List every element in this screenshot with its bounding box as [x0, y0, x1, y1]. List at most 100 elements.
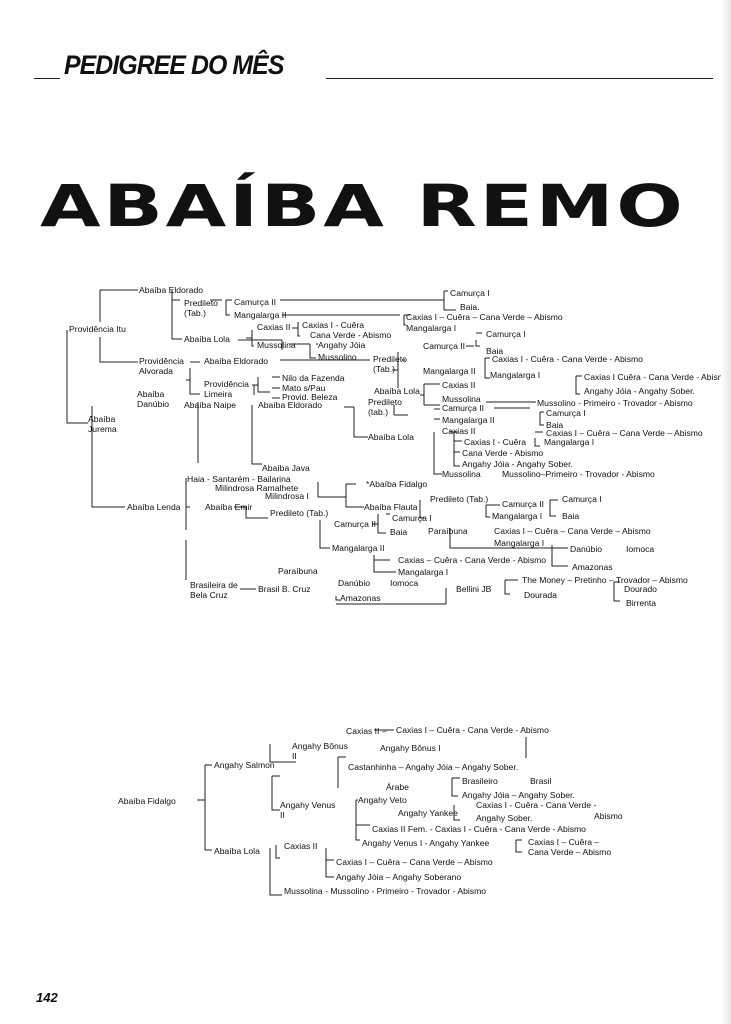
pedigree1-name: Camurça II — [334, 519, 377, 529]
pedigree2-name: Angahy Jóia – Angahy Soberano — [336, 872, 462, 882]
pedigree1-name: Dourado — [624, 584, 657, 594]
pedigree1-name: Cana Verde - Abismo — [462, 448, 544, 458]
pedigree1-name: Caxias II — [257, 322, 291, 332]
pedigree1-name: Caxias II — [442, 426, 476, 436]
pedigree1-name: The Money – Pretinho – Trovador – Abismo — [522, 575, 688, 585]
pedigree1-name: Abaíba Eldorado — [258, 400, 323, 410]
pedigree1-name: *Abaíba Fidalgo — [366, 479, 428, 489]
pedigree1-name: Caxias II — [442, 380, 476, 390]
pedigree2-name: Angahy Veto — [358, 795, 407, 805]
pedigree1-name: Abaíba Naipe — [184, 400, 237, 410]
pedigree2-name: Angahy Bônus I — [380, 743, 441, 753]
pedigree1-name: Mangalarga II — [234, 310, 287, 320]
pedigree1-name: Abaíba Lola — [368, 432, 414, 442]
pedigree1-name: Brasileira de Bela Cruz — [190, 580, 238, 600]
pedigree1-name: Camurça I — [450, 288, 490, 298]
pedigree1-name: Predileto (tab.) — [368, 397, 402, 417]
pedigree1-name: Mussolina — [442, 469, 481, 479]
pedigree1-name: Paraíbuna — [428, 526, 468, 536]
pedigree1-name: Angahy Jóia - Angahy Sober. — [584, 386, 695, 396]
pedigree1-name: Mangalarga I — [398, 567, 449, 577]
pedigree1-name: Mussolina — [442, 394, 481, 404]
pedigree1-name: Birrenta — [626, 598, 657, 608]
pedigree1-name: Predileto (Tab.) — [430, 494, 489, 504]
pedigree1-name: Mangalarga II — [442, 415, 495, 425]
pedigree1-name: Mangalarga I — [406, 323, 457, 333]
pedigree1-name: Caxias I Cuêra - Cana Verde - Abismo — [584, 372, 730, 382]
pedigree1-name: Abaíba Java — [262, 463, 310, 473]
page-title: ABAÍBA REMO — [40, 172, 686, 240]
pedigree1-name: Providência Limeira — [204, 379, 249, 399]
pedigree1-name: Abaíba Eldorado — [204, 356, 269, 366]
pedigree1-name: Camurça II — [234, 297, 277, 307]
pedigree2-name: Angahy Yankee — [398, 808, 458, 818]
pedigree1-name: Providência Alvorada — [139, 356, 184, 376]
pedigree2-name: Abaíba Lola — [214, 846, 260, 856]
pedigree1-name: Baia — [390, 527, 408, 537]
pedigree1-name: Caxias – Cuêra - Cana Verde - Abismo — [398, 555, 547, 565]
pedigree2-name: Caxias I – Cuêra – Cana Verde – Abismo — [336, 857, 493, 867]
pedigree1-name: Camurça I — [486, 329, 526, 339]
pedigree1-name: Iomoca — [390, 578, 419, 588]
pedigree1-name: Caxias I - Cuêra — [464, 437, 527, 447]
pedigree1-name: Angahy Jóia - Angahy Sober. — [462, 459, 573, 469]
pedigree1-name: Brasil B. Cruz — [258, 584, 311, 594]
pedigree2-name: Abismo — [594, 811, 623, 821]
pedigree1-name: Iomoca — [626, 544, 655, 554]
pedigree1-name: Predileto (Tab.) — [373, 354, 407, 374]
pedigree1-name: Abaíba Danúbio — [137, 389, 170, 409]
pedigree1-name: Mussolino - Primeiro - Trovador - Abismo — [537, 398, 693, 408]
pedigree1-name: Baia — [486, 346, 504, 356]
pedigree1-name: Abaíba Eldorado — [139, 285, 204, 295]
pedigree2-name: Angahy Salmon — [214, 760, 275, 770]
pedigree2-name: Caxias II Fem. - Caxias I - Cuêra - Cana… — [372, 824, 586, 834]
pedigree1-name: Angahy Jóia — [318, 340, 366, 350]
pedigree1-name: Predileto (Tab.) — [184, 298, 218, 318]
pedigree1-name: Abaíba Lola — [374, 386, 420, 396]
pedigree1-name: Mangalarga I — [494, 538, 545, 548]
pedigree1-name: Danúbio — [570, 544, 603, 554]
pedigree1-name: Caxias I – Cuêra – Cana Verde – Abismo — [406, 312, 563, 322]
pedigree1-name: Baia. — [460, 302, 480, 312]
pedigree1-name: Abaíba Jurema — [88, 414, 117, 434]
pedigree1-name: Mangalarga II — [423, 366, 476, 376]
pedigree2-name: Árabe — [386, 782, 409, 792]
pedigree1-name: Caxias I – Cuêra – Cana Verde – Abismo — [546, 428, 703, 438]
pedigree1-name: Mangalarga I — [544, 437, 595, 447]
pedigree1-name: Mangalarga II — [332, 543, 385, 553]
pedigree1-name: Abaíba Lola — [184, 334, 230, 344]
pedigree1-name: Predileto (Tab.) — [270, 508, 329, 518]
pedigree2-name: Angahy Sober. — [476, 813, 533, 823]
pedigree2-name: Angahy Bônus II — [292, 741, 348, 761]
pedigree1-name: Baia — [546, 420, 564, 430]
pedigree1-name: Paraíbuna — [278, 566, 318, 576]
pedigree1-name: Camurça I — [546, 408, 586, 418]
pedigree2-name: Angahy Venus II — [280, 800, 336, 820]
pedigree1-name: Abaíba Lenda — [127, 502, 181, 512]
page-number: 142 — [36, 990, 58, 1005]
pedigree2-name: Mussolina - Mussolino - Primeiro - Trova… — [284, 886, 487, 896]
pedigree2-name: Caxias II — [284, 841, 318, 851]
pedigree2-name: Cana Verde – Abismo — [528, 847, 612, 857]
pedigree1-name: Baia — [562, 511, 580, 521]
pedigree1-name: Mussolina — [257, 340, 296, 350]
header-rule-left — [34, 78, 60, 79]
pedigree1-name: Mato s/Pau — [282, 383, 326, 393]
pedigree2-name: Caxias I - Cuêra - Cana Verde - — [476, 800, 597, 810]
pedigree1-name: Abaíba Emir — [205, 502, 253, 512]
pedigree2-name: Brasileiro — [462, 776, 498, 786]
pedigree1-name: Camurça II — [502, 499, 545, 509]
pedigree1-name: Haia - Santarém - Bailarina — [187, 474, 291, 484]
pedigree1-name: Mangalarga I — [492, 511, 543, 521]
pedigree1-name: Camurça II — [442, 403, 485, 413]
pedigree2-name: Caxias I – Cuêra - Cana Verde - Abismo — [396, 725, 549, 735]
pedigree1-name: Bellini JB — [456, 584, 492, 594]
pedigree1-name: Mussolino — [318, 352, 357, 362]
pedigree1-name: Amazonas — [340, 593, 381, 603]
pedigree2-name: Castanhinha – Angahy Jóia – Angahy Sober… — [348, 762, 519, 772]
pedigree2-name: Angahy Venus I - Angahy Yankee — [362, 838, 490, 848]
section-title: PEDIGREE DO MÊS — [64, 50, 284, 80]
pedigree1-name: Nilo da Fazenda — [282, 373, 345, 383]
pedigree1-name: Milindrosa I — [265, 491, 309, 501]
